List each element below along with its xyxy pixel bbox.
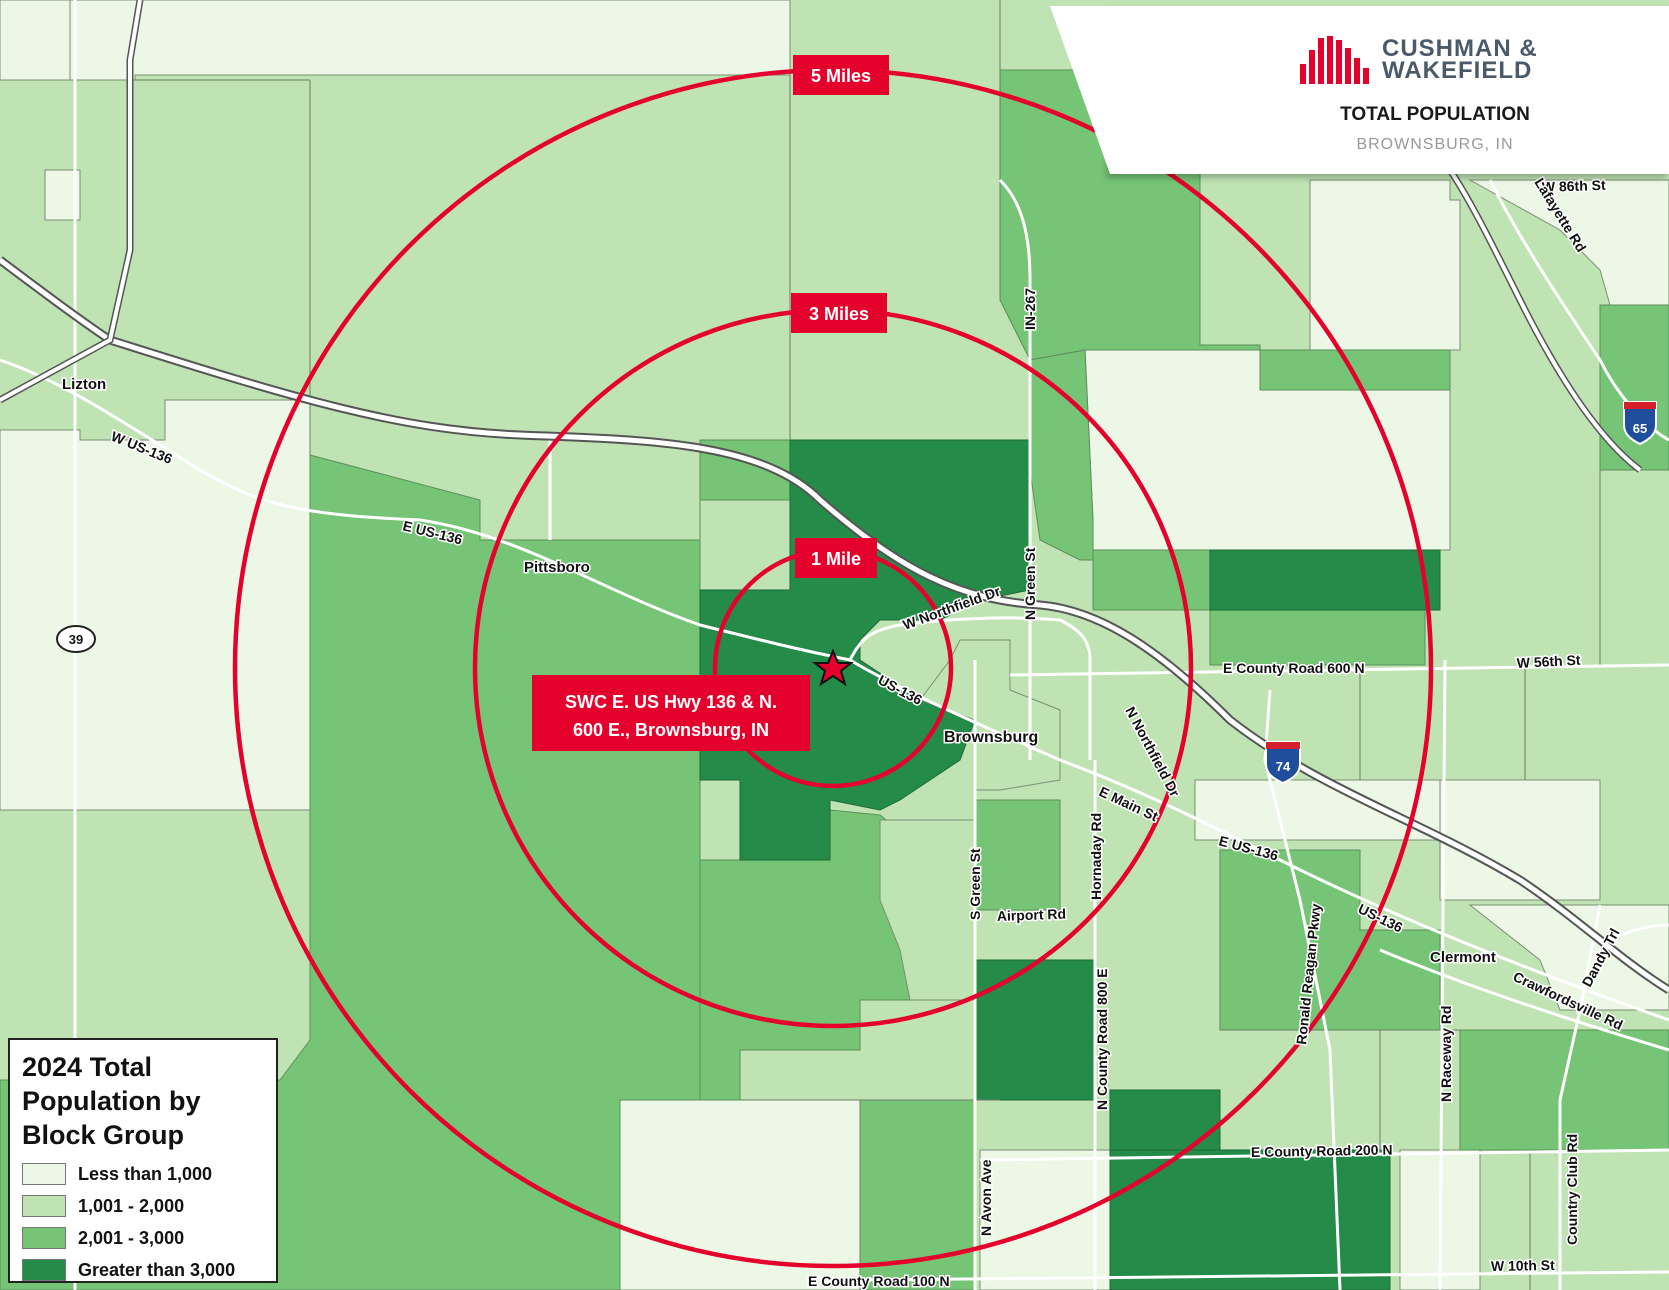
ring-label-5: 5 Miles xyxy=(793,55,889,95)
road-hornaday-rd: Hornaday Rd xyxy=(1088,813,1104,900)
road-n-green-st: N Green St xyxy=(1022,547,1038,620)
brand-logo: CUSHMAN & WAKEFIELD xyxy=(1300,36,1538,84)
legend-title: 2024 Total Population by Block Group xyxy=(22,1052,201,1150)
road-e-county-road-600n: E County Road 600 N xyxy=(1223,660,1365,676)
site-callout: SWC E. US Hwy 136 & N. 600 E., Brownsbur… xyxy=(532,675,810,751)
place-brownsburg: Brownsburg xyxy=(944,729,1038,746)
map-title: TOTAL POPULATION xyxy=(1340,104,1530,125)
legend-item: 1,001 - 2,000 xyxy=(22,1190,264,1222)
road-e-county-road-200n: E County Road 200 N xyxy=(1251,1142,1393,1160)
svg-text:1 Mile: 1 Mile xyxy=(811,549,861,569)
svg-text:74: 74 xyxy=(1276,759,1291,774)
ring-label-3: 3 Miles xyxy=(791,293,887,333)
legend: 2024 Total Population by Block Group Les… xyxy=(8,1038,278,1283)
road-e-county-road-100n: E County Road 100 N xyxy=(808,1273,950,1289)
legend-item: Less than 1,000 xyxy=(22,1158,264,1190)
svg-text:5 Miles: 5 Miles xyxy=(811,66,871,86)
interstate-65-shield: 65 xyxy=(1623,401,1657,446)
legend-swatch xyxy=(22,1259,66,1281)
place-lizton: Lizton xyxy=(62,376,106,393)
legend-swatch xyxy=(22,1227,66,1249)
road-n-county-road-800e: N County Road 800 E xyxy=(1094,968,1110,1110)
svg-text:SWC E. US Hwy 136 & N.: SWC E. US Hwy 136 & N. xyxy=(565,692,777,712)
place-pittsboro: Pittsboro xyxy=(524,559,590,576)
svg-text:3 Miles: 3 Miles xyxy=(809,304,869,324)
block-groups-gt-3000 xyxy=(699,439,1441,1290)
svg-text:600 E., Brownsburg, IN: 600 E., Brownsburg, IN xyxy=(573,720,769,740)
road-s-green-st: S Green St xyxy=(967,848,983,920)
interstate-74-shield: 74 xyxy=(1265,741,1301,785)
map-subtitle: BROWNSBURG, IN xyxy=(1356,136,1514,153)
block-groups-1001-2000 xyxy=(879,639,1061,1001)
ring-label-1: 1 Mile xyxy=(795,538,877,578)
legend-item: Greater than 3,000 xyxy=(22,1254,264,1286)
road-w-10th-st: W 10th St xyxy=(1491,1257,1555,1274)
block-boundaries xyxy=(135,0,1601,1290)
road-country-club-rd: Country Club Rd xyxy=(1564,1134,1580,1245)
brand-name: CUSHMAN & WAKEFIELD xyxy=(1382,35,1538,84)
title-panel: CUSHMAN & WAKEFIELD TOTAL POPULATION BRO… xyxy=(1050,6,1669,174)
place-clermont: Clermont xyxy=(1430,949,1496,966)
road-airport-rd: Airport Rd xyxy=(997,906,1067,924)
highways xyxy=(0,0,1669,994)
road-n-raceway-rd: N Raceway Rd xyxy=(1438,1006,1454,1102)
svg-text:65: 65 xyxy=(1633,421,1647,436)
legend-swatch xyxy=(22,1163,66,1185)
star-icon[interactable] xyxy=(812,648,854,687)
legend-item: 2,001 - 3,000 xyxy=(22,1222,264,1254)
road-w-86th-st: W 86th St xyxy=(1542,177,1607,195)
road-w-56th-st: W 56th St xyxy=(1516,652,1581,671)
svg-text:39: 39 xyxy=(69,632,83,647)
road-in267: IN-267 xyxy=(1022,288,1038,330)
state-route-39-shield: 39 xyxy=(56,625,96,653)
road-n-avon-ave: N Avon Ave xyxy=(978,1159,994,1236)
cushman-wakefield-logo-icon xyxy=(1300,36,1372,84)
legend-swatch xyxy=(22,1195,66,1217)
